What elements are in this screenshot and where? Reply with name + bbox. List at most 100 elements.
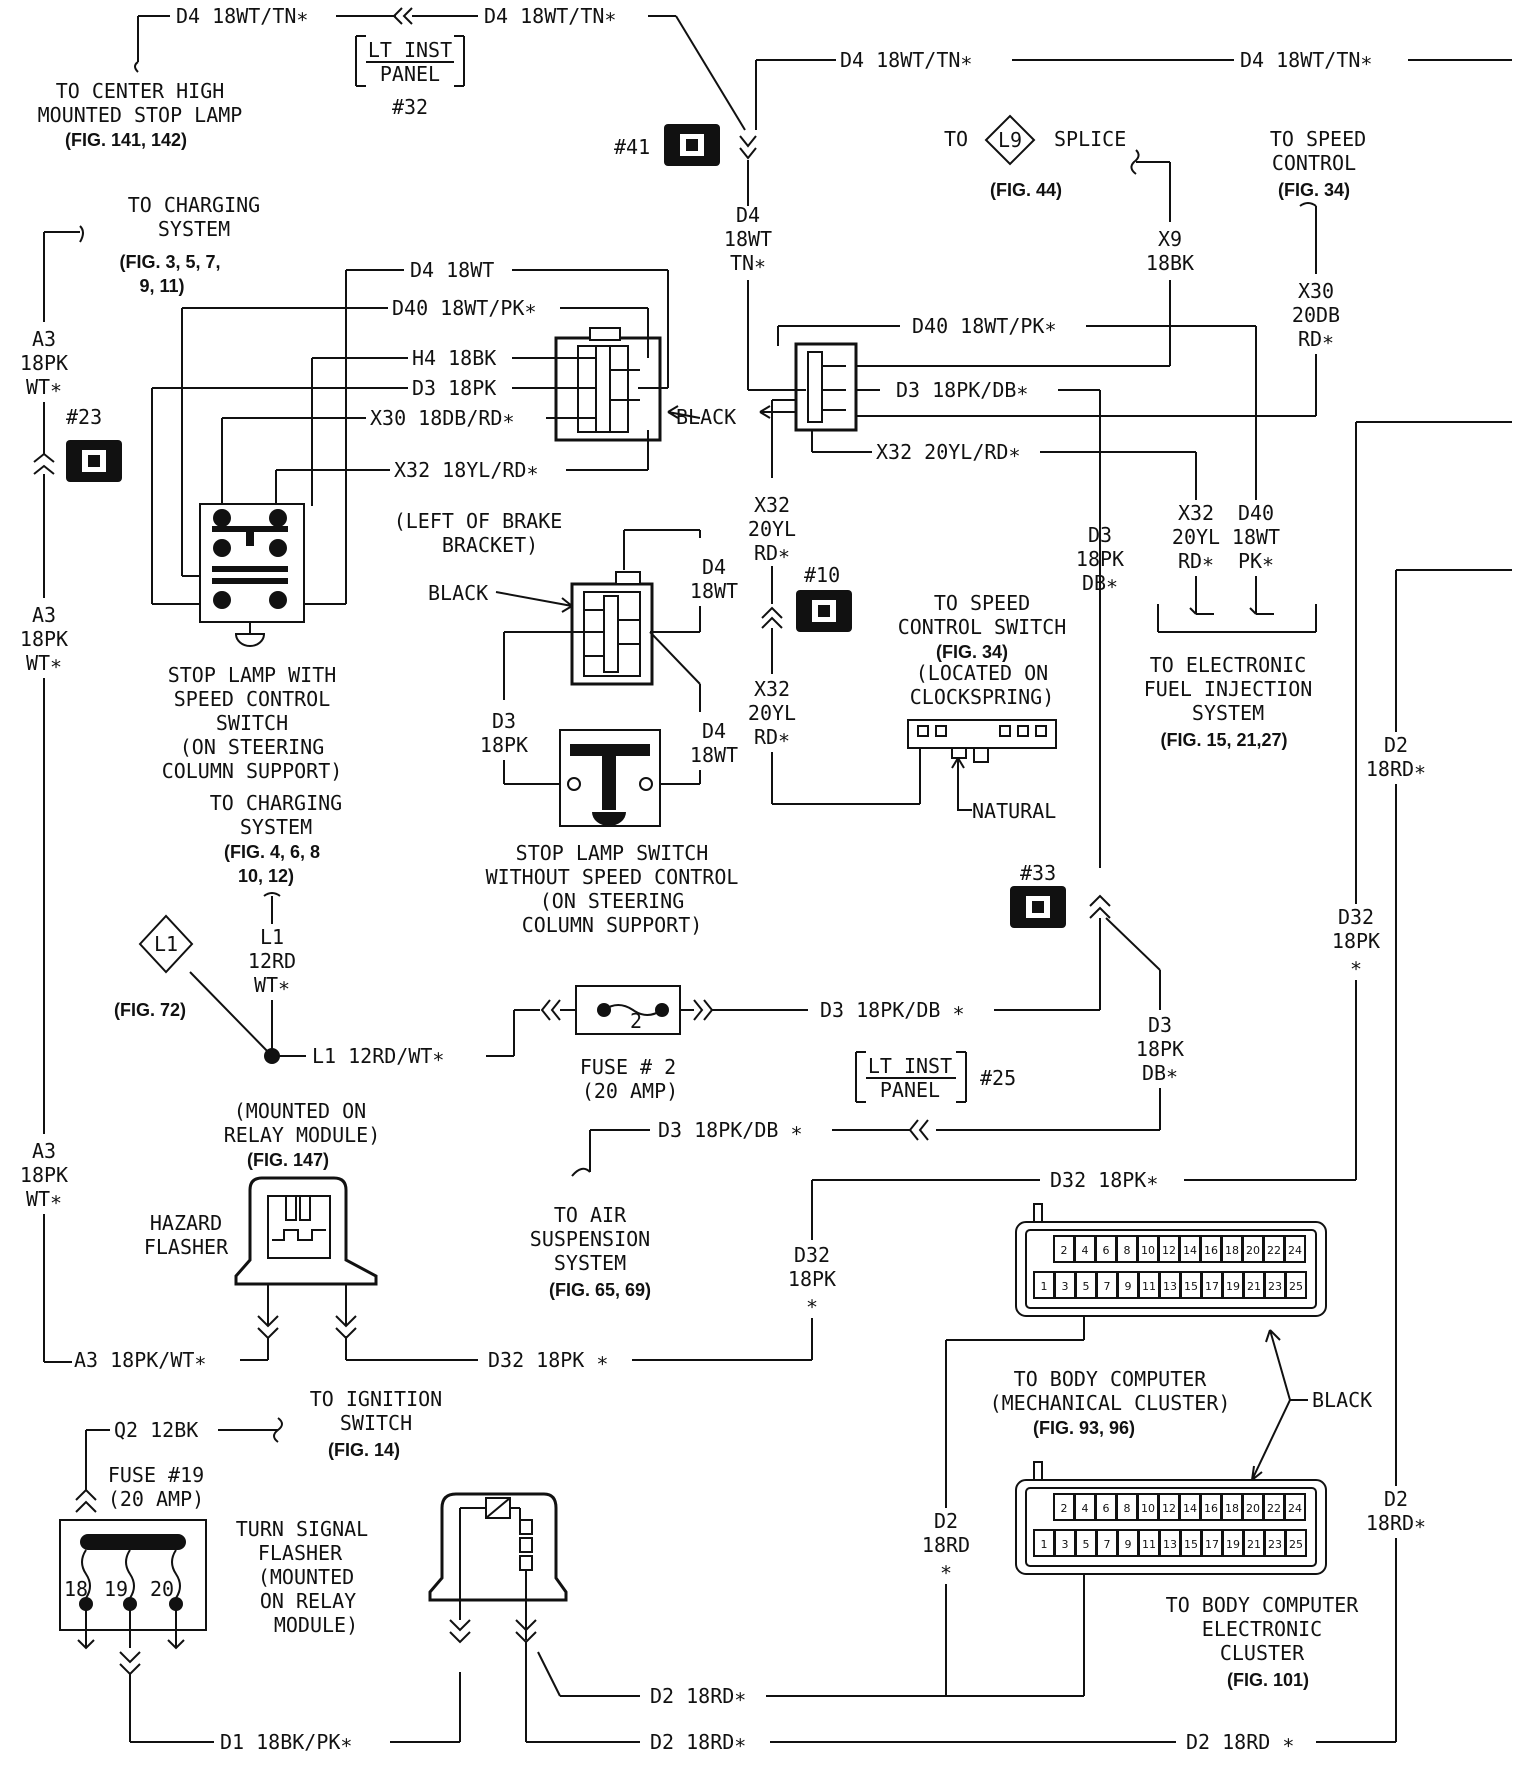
d3-fuse-run: D3 18PK/DB ∗ D3 18PK DB∗ D3 18PK/DB ∗ xyxy=(571,894,1184,1177)
svg-text:D4 18WT/TN∗: D4 18WT/TN∗ xyxy=(840,48,972,72)
svg-text:∗: ∗ xyxy=(806,1291,818,1315)
connector-pin: 3 xyxy=(1062,1538,1069,1551)
svg-text:ON RELAY: ON RELAY xyxy=(260,1589,356,1613)
svg-text:FLASHER: FLASHER xyxy=(258,1541,343,1565)
svg-text:RD∗: RD∗ xyxy=(754,541,790,565)
svg-text:NATURAL: NATURAL xyxy=(972,799,1056,823)
charging-system-2: TO CHARGING SYSTEM (FIG. 4, 6, 8 10, 12)… xyxy=(189,791,576,1068)
svg-text:(LEFT OF BRAKE: (LEFT OF BRAKE xyxy=(394,509,563,533)
connector-pin: 5 xyxy=(1083,1538,1090,1551)
connector-pin: 10 xyxy=(1141,1502,1155,1515)
svg-text:TO BODY COMPUTER: TO BODY COMPUTER xyxy=(1014,1367,1208,1391)
stop-lamp-no-speed-label: STOP LAMP SWITCH WITHOUT SPEED CONTROL (… xyxy=(486,841,739,937)
svg-text:D4: D4 xyxy=(702,555,726,579)
svg-text:BLACK: BLACK xyxy=(1312,1388,1372,1412)
connector-pin: 16 xyxy=(1204,1502,1218,1515)
connector-pin: 14 xyxy=(1183,1244,1197,1257)
svg-text:RELAY MODULE): RELAY MODULE) xyxy=(224,1123,381,1147)
svg-text:18PK: 18PK xyxy=(20,351,68,375)
svg-text:A3: A3 xyxy=(32,327,56,351)
connector-pin: 7 xyxy=(1104,1280,1111,1293)
svg-text:12RD: 12RD xyxy=(248,949,296,973)
svg-text:18WT: 18WT xyxy=(724,227,772,251)
svg-text:(FIG. 147): (FIG. 147) xyxy=(247,1150,329,1170)
d3-vertical: D3 18PK DB∗ xyxy=(1076,523,1124,595)
connector-23-icon: #23 xyxy=(66,405,122,482)
connector-pin: 12 xyxy=(1162,1502,1176,1515)
connector-pin: 25 xyxy=(1289,1280,1303,1293)
connector-pin: 20 xyxy=(1246,1244,1260,1257)
lt-inst-panel-25: LT INST PANEL #25 xyxy=(855,1051,1016,1103)
svg-text:D2 18RD∗: D2 18RD∗ xyxy=(650,1730,746,1754)
svg-text:CLUSTER: CLUSTER xyxy=(1220,1641,1305,1665)
stop-lamp-switch-speed-wires: D4 18WT D40 18WT/PK∗ H4 18BK D3 18PK X30… xyxy=(151,258,669,605)
svg-text:TO CHARGING: TO CHARGING xyxy=(210,791,342,815)
svg-text:D2 18RD ∗: D2 18RD ∗ xyxy=(1186,1730,1294,1754)
left-of-brake-label: (LEFT OF BRAKE BRACKET) xyxy=(394,509,563,557)
svg-text:A3: A3 xyxy=(32,603,56,627)
svg-text:RD∗: RD∗ xyxy=(754,725,790,749)
connector-pin: 15 xyxy=(1184,1538,1198,1551)
svg-text:#33: #33 xyxy=(1020,861,1056,885)
connector-pin: 1 xyxy=(1041,1280,1048,1293)
svg-text:WT∗: WT∗ xyxy=(26,375,62,399)
svg-text:D32: D32 xyxy=(1338,905,1374,929)
svg-text:SYSTEM: SYSTEM xyxy=(240,815,312,839)
d2-body-wires: D2 18RD ∗ D2 18RD∗ xyxy=(537,1316,1085,1708)
connector-pin: 3 xyxy=(1062,1280,1069,1293)
svg-text:SYSTEM: SYSTEM xyxy=(1192,701,1264,725)
svg-text:TO CHARGING: TO CHARGING xyxy=(128,193,260,217)
svg-text:RD∗: RD∗ xyxy=(1298,327,1334,351)
svg-text:18RD∗: 18RD∗ xyxy=(1366,1511,1426,1535)
connector-pin: 15 xyxy=(1184,1280,1198,1293)
connector-pin: 25 xyxy=(1289,1538,1303,1551)
speed-control-label: TO SPEED CONTROL (FIG. 34) X30 20DB RD∗ xyxy=(856,127,1366,417)
svg-text:∗: ∗ xyxy=(1350,953,1362,977)
svg-text:D2: D2 xyxy=(1384,733,1408,757)
connector-pin: 17 xyxy=(1205,1538,1219,1551)
connector-pin: 23 xyxy=(1268,1280,1282,1293)
svg-text:TN∗: TN∗ xyxy=(730,251,766,275)
connector-pin: 13 xyxy=(1163,1280,1177,1293)
svg-text:X30: X30 xyxy=(1298,279,1334,303)
svg-text:#25: #25 xyxy=(980,1066,1016,1090)
connector-pin: 12 xyxy=(1162,1244,1176,1257)
svg-text:(FIG. 93, 96): (FIG. 93, 96) xyxy=(1033,1418,1135,1438)
svg-text:TO IGNITION: TO IGNITION xyxy=(310,1387,442,1411)
svg-text:D3 18PK: D3 18PK xyxy=(412,376,496,400)
connector-pin: 11 xyxy=(1142,1280,1156,1293)
svg-text:20YL: 20YL xyxy=(748,517,796,541)
svg-text:D3 18PK/DB∗: D3 18PK/DB∗ xyxy=(896,378,1028,402)
connector-pin: 14 xyxy=(1183,1502,1197,1515)
svg-text:PANEL: PANEL xyxy=(880,1078,940,1102)
svg-text:(MOUNTED: (MOUNTED xyxy=(258,1565,354,1589)
svg-text:X32 18YL/RD∗: X32 18YL/RD∗ xyxy=(394,458,539,482)
svg-text:FUSE # 2: FUSE # 2 xyxy=(580,1055,676,1079)
stop-lamp-switch-no-speed: D4 18WT BLACK D3 18PK D4 18WT xyxy=(428,529,738,827)
svg-text:L1 12RD/WT∗: L1 12RD/WT∗ xyxy=(312,1044,444,1068)
turn-signal-flasher: D2 18RD∗ D2 18RD ∗ xyxy=(428,1492,1294,1754)
svg-text:SPEED CONTROL: SPEED CONTROL xyxy=(174,687,331,711)
connector-32-label: #32 xyxy=(392,95,428,119)
svg-text:(FIG. 14): (FIG. 14) xyxy=(328,1440,400,1460)
svg-text:18PK: 18PK xyxy=(788,1267,836,1291)
svg-text:D3: D3 xyxy=(1088,523,1112,547)
connector-pin: 18 xyxy=(1225,1244,1239,1257)
svg-text:Q2 12BK: Q2 12BK xyxy=(114,1418,198,1442)
svg-text:D2: D2 xyxy=(934,1509,958,1533)
svg-text:D4 18WT/TN∗: D4 18WT/TN∗ xyxy=(1240,48,1372,72)
connector-pin: 8 xyxy=(1124,1244,1131,1257)
svg-text:BLACK: BLACK xyxy=(428,581,488,605)
svg-text:COLUMN SUPPORT): COLUMN SUPPORT) xyxy=(162,759,343,783)
svg-text:18PK: 18PK xyxy=(1076,547,1124,571)
relay-module-label: (MOUNTED ON RELAY MODULE) (FIG. 147) HAZ… xyxy=(144,1099,380,1259)
svg-text:L1: L1 xyxy=(154,932,178,956)
svg-text:∗: ∗ xyxy=(940,1557,952,1581)
svg-text:(MECHANICAL CLUSTER): (MECHANICAL CLUSTER) xyxy=(990,1391,1231,1415)
svg-text:18PK: 18PK xyxy=(1136,1037,1184,1061)
splice-l1: L1 (FIG. 72) xyxy=(114,914,194,1020)
svg-text:D32 18PK∗: D32 18PK∗ xyxy=(1050,1168,1158,1192)
svg-text:A3: A3 xyxy=(32,1139,56,1163)
fuse-2: 2 FUSE # 2 (20 AMP) xyxy=(575,985,694,1103)
